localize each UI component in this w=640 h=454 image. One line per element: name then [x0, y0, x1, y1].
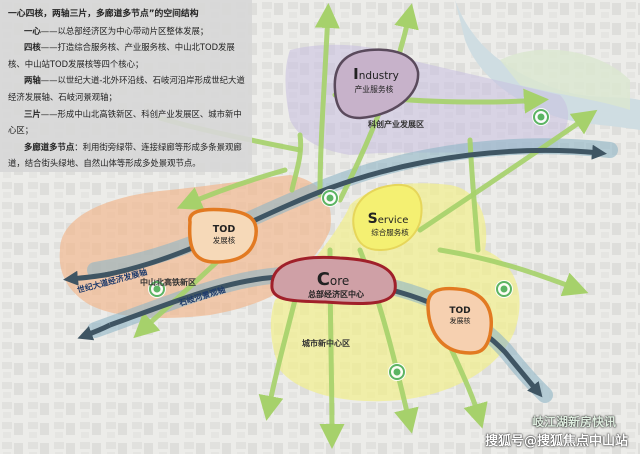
axis-shiqi-arrow-west — [77, 322, 112, 341]
svg-text:Industry: Industry — [353, 65, 399, 83]
district-gaotie-label: 中山北高铁新区 — [140, 277, 196, 287]
industry-initial: I — [353, 65, 359, 83]
core-cn: 总部经济区中心 — [308, 289, 364, 299]
service-cn: 综合服务核 — [371, 227, 409, 237]
service-core: Service 综合服务核 — [352, 183, 423, 252]
legend-box: 一心四核，两轴三片，多廊道多节点”的空间结构 一心——以总部经济区为中心带动片区… — [0, 0, 252, 172]
watermark-sohu: 搜狐号@搜狐焦点中山站 — [484, 434, 628, 449]
tod-east-cn: 发展核 — [450, 316, 471, 325]
legend-item-2: 四核——打造综合服务核、产业服务核、中山北TOD发展核、中山站TOD发展核等四个… — [8, 42, 235, 69]
district-kechuang-label: 科创产业发展区 — [368, 119, 424, 129]
core-rest: ore — [330, 274, 349, 288]
hill-park — [500, 49, 630, 110]
industry-rest: ndustry — [359, 70, 399, 82]
legend-item-4: 三片——形成中山北高铁新区、科创产业发展区、城市新中心区； — [8, 108, 242, 136]
tod-east-name: TOD — [449, 306, 470, 316]
svg-text:Core: Core — [317, 269, 350, 290]
industry-core: Industry 产业服务核 — [333, 48, 420, 120]
legend-item-3: 两轴——以世纪大道-北外环沿线、石岐河沿岸形成世纪大道经济发展轴、石岐河景观轴； — [8, 75, 245, 102]
watermark-channel: 岐江湖新房快讯 — [531, 415, 616, 429]
landscape-nodes — [148, 108, 550, 381]
core-center: Core 总部经济区中心 — [270, 255, 397, 306]
axis-shiji-arrow — [104, 144, 607, 278]
core-initial: C — [317, 269, 330, 290]
service-initial: S — [368, 211, 378, 227]
tod-core-west: TOD 发展核 — [187, 207, 258, 264]
tod-west-cn: 发展核 — [213, 235, 236, 245]
legend-title: 一心四核，两轴三片，多廊道多节点”的空间结构 — [8, 9, 199, 19]
tod-west-name: TOD — [213, 224, 236, 235]
svg-text:Service: Service — [368, 211, 409, 227]
district-xinzhongxin-label: 城市新中心区 — [302, 338, 350, 348]
legend-item-1: 一心——以总部经济区为中心带动片区整体发展； — [24, 25, 209, 36]
service-rest: ervice — [378, 215, 409, 226]
legend-item-5: 多廊道多节点：利用街旁绿带、连接绿廊等形成多条景观廊道，结合街头绿地、自然山体等… — [8, 141, 242, 169]
axis-shiji-arrow-west — [63, 270, 111, 286]
axis-shiji-band — [87, 138, 618, 278]
industry-cn: 产业服务核 — [355, 84, 394, 94]
tod-core-east: TOD 发展核 — [426, 286, 493, 355]
